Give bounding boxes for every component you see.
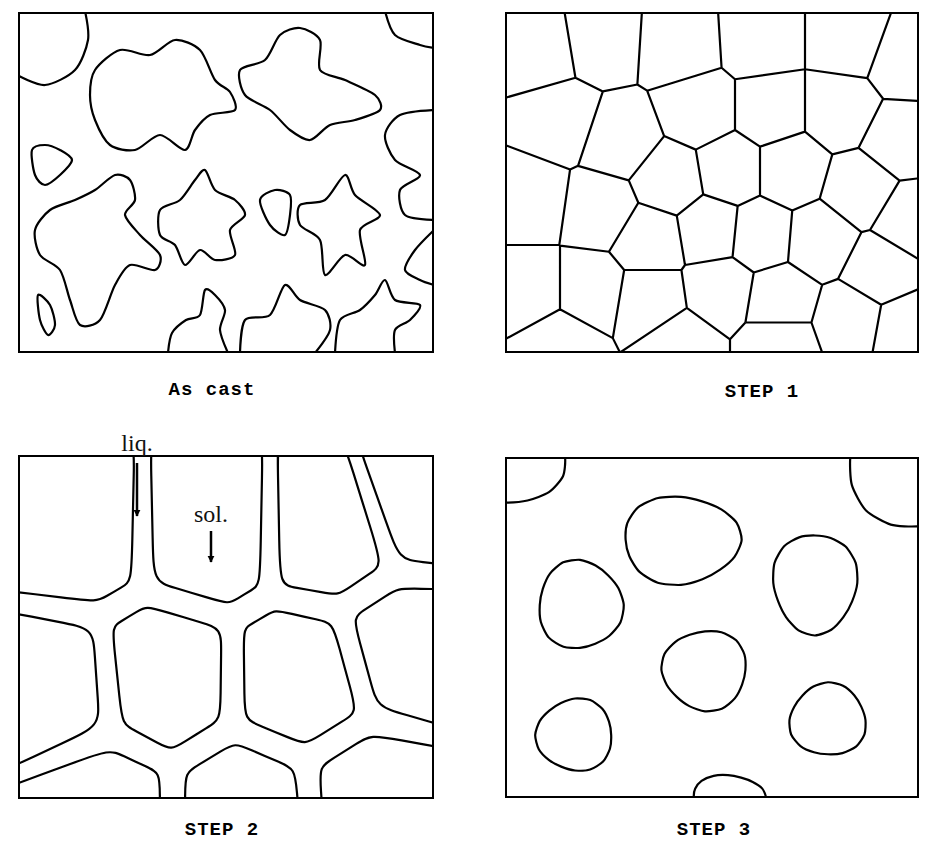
globule — [626, 497, 742, 585]
dendrite-outline — [35, 175, 161, 327]
dendrite-outline — [168, 289, 228, 351]
dendrite-outline — [90, 40, 236, 150]
leader-arrow — [210, 531, 213, 562]
solid-grain — [320, 737, 432, 797]
dendrite-outline — [385, 13, 432, 48]
solid-grain — [19, 609, 98, 778]
stage-panel: STEP 1 — [505, 12, 919, 353]
globule — [540, 560, 624, 648]
stage-caption: STEP 2 — [185, 820, 259, 841]
dendrite-outline — [239, 28, 381, 140]
dendrite-outline — [240, 285, 330, 351]
globule — [661, 631, 745, 711]
globule — [506, 458, 565, 503]
stage-caption: STEP 1 — [725, 382, 799, 403]
stage-caption: STEP 3 — [677, 820, 751, 841]
dendrite-outline — [298, 175, 380, 275]
solid-grain-group — [19, 456, 432, 797]
solid-grain — [278, 456, 379, 594]
solid-grain — [113, 608, 221, 748]
stage-panel: STEP 3 — [505, 457, 919, 798]
dendrite-outline — [405, 230, 432, 285]
dendrite-outline — [260, 190, 291, 235]
solid-grain — [151, 456, 262, 602]
dendrite-outline — [158, 170, 245, 265]
grain-boundary-group — [506, 13, 917, 351]
stage-panel: As cast — [18, 12, 434, 353]
solid-grain — [19, 456, 134, 600]
globule — [694, 775, 766, 796]
globule — [850, 458, 917, 526]
leader-arrow — [136, 463, 139, 516]
solid-grain — [244, 611, 354, 742]
solid-grain — [19, 752, 160, 797]
stage-caption: As cast — [169, 380, 256, 401]
dendrite-outline — [19, 13, 88, 85]
phase-label: liq. — [119, 431, 154, 455]
dendrite-outline — [385, 110, 432, 220]
solid-grain — [360, 456, 432, 567]
globule — [535, 698, 611, 770]
dendrite-outline — [335, 280, 420, 351]
phase-label: sol. — [192, 502, 230, 526]
dendrite-outline — [38, 295, 56, 335]
globule — [773, 535, 857, 635]
solid-grain — [356, 589, 432, 732]
globule — [789, 682, 865, 754]
grain-boundary — [506, 13, 917, 351]
globule-group — [506, 458, 917, 796]
solid-grain — [185, 745, 301, 797]
dendrite-group — [19, 13, 432, 351]
dendrite-outline — [32, 145, 72, 185]
